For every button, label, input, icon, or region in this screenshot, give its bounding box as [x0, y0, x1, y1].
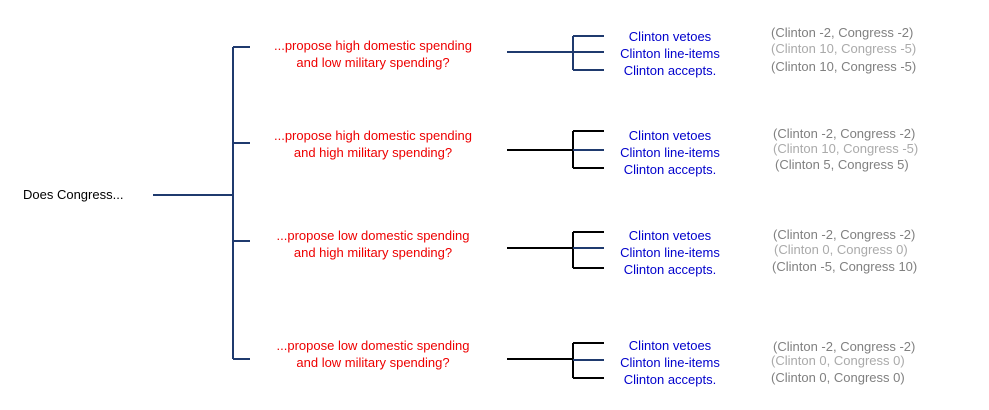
response-line-item: Clinton line-items — [620, 46, 720, 61]
payoff-label: (Clinton -2, Congress -2) — [773, 126, 916, 141]
response-accept: Clinton accepts. — [623, 63, 717, 78]
payoff-label: (Clinton -2, Congress -2) — [773, 339, 916, 354]
proposal-low-domestic-high-military: ...propose low domestic spending and hig… — [248, 227, 498, 261]
response-veto: Clinton vetoes — [628, 128, 712, 143]
response-line-item: Clinton line-items — [620, 245, 720, 260]
proposal-line-1: ...propose low domestic spending — [276, 338, 470, 353]
root-node-label: Does Congress... — [23, 187, 124, 202]
response-line-item: Clinton line-items — [620, 355, 720, 370]
payoff-label: (Clinton 10, Congress -5) — [771, 59, 917, 74]
response-veto: Clinton vetoes — [628, 29, 712, 44]
proposal-high-domestic-low-military: ...propose high domestic spending and lo… — [248, 37, 498, 71]
response-veto: Clinton vetoes — [628, 228, 712, 243]
proposal-low-domestic-low-military: ...propose low domestic spending and low… — [248, 337, 498, 371]
response-veto: Clinton vetoes — [628, 338, 712, 353]
response-line-item: Clinton line-items — [620, 145, 720, 160]
payoff-label: (Clinton 5, Congress 5) — [775, 157, 909, 172]
payoff-label: (Clinton 0, Congress 0) — [771, 353, 905, 368]
proposal-line-1: ...propose low domestic spending — [276, 228, 470, 243]
response-accept: Clinton accepts. — [623, 372, 717, 387]
response-accept: Clinton accepts. — [623, 162, 717, 177]
proposal-line-2: and high military spending? — [293, 145, 453, 160]
payoff-label: (Clinton 10, Congress -5) — [771, 41, 917, 56]
payoff-label: (Clinton 10, Congress -5) — [773, 141, 919, 156]
payoff-label: (Clinton -5, Congress 10) — [772, 259, 918, 274]
proposal-line-2: and low military spending? — [296, 355, 450, 370]
proposal-line-2: and low military spending? — [296, 55, 450, 70]
payoff-label: (Clinton 0, Congress 0) — [771, 370, 905, 385]
response-accept: Clinton accepts. — [623, 262, 717, 277]
proposal-line-1: ...propose high domestic spending — [273, 128, 472, 143]
proposal-line-1: ...propose high domestic spending — [273, 38, 472, 53]
payoff-label: (Clinton -2, Congress -2) — [771, 25, 914, 40]
proposal-line-2: and high military spending? — [293, 245, 453, 260]
proposal-high-domestic-high-military: ...propose high domestic spending and hi… — [248, 127, 498, 161]
payoff-label: (Clinton -2, Congress -2) — [773, 227, 916, 242]
payoff-label: (Clinton 0, Congress 0) — [774, 242, 908, 257]
